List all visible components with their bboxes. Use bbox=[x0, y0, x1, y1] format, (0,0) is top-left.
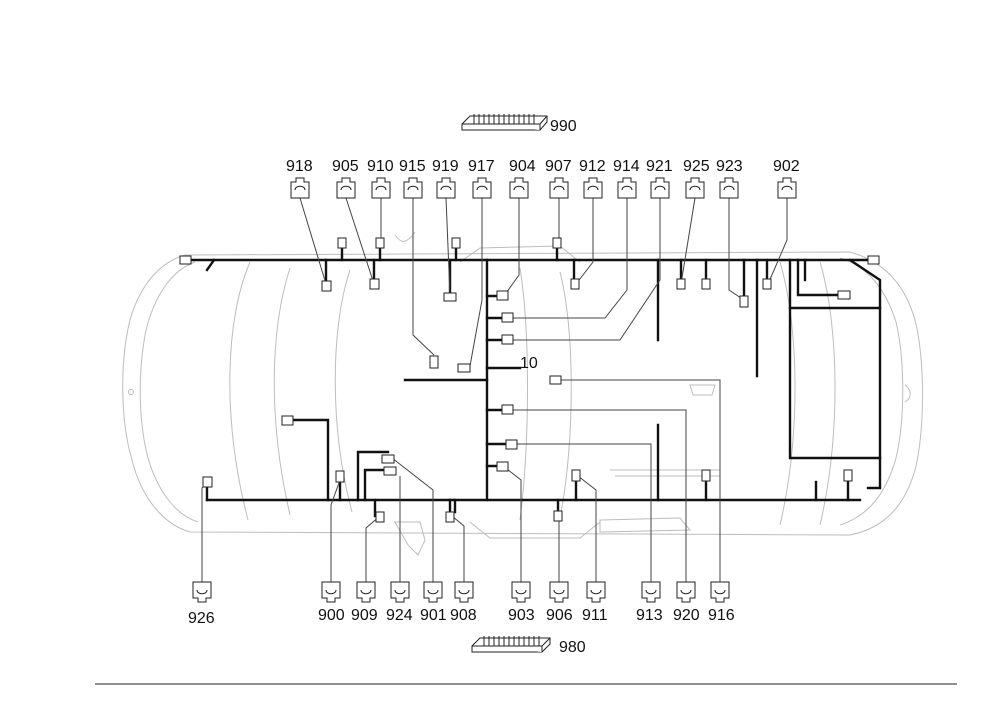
label-917: 917 bbox=[468, 158, 495, 175]
label-920: 920 bbox=[673, 607, 700, 624]
plug-925 bbox=[685, 177, 705, 199]
plug-904 bbox=[509, 177, 529, 199]
label-block-980: 980 bbox=[559, 639, 586, 656]
label-907: 907 bbox=[545, 158, 572, 175]
plug-909 bbox=[356, 581, 376, 603]
plug-902 bbox=[777, 177, 797, 199]
plug-912 bbox=[583, 177, 603, 199]
fuse-block-990 bbox=[461, 114, 548, 131]
label-909: 909 bbox=[351, 607, 378, 624]
label-903: 903 bbox=[508, 607, 535, 624]
plug-900 bbox=[321, 581, 341, 603]
label-900: 900 bbox=[318, 607, 345, 624]
plug-906 bbox=[549, 581, 569, 603]
plug-915 bbox=[403, 177, 423, 199]
plug-916 bbox=[710, 581, 730, 603]
plug-924 bbox=[390, 581, 410, 603]
plug-901 bbox=[423, 581, 443, 603]
car-body-outline bbox=[122, 231, 923, 556]
label-905: 905 bbox=[332, 158, 359, 175]
inline-connectors bbox=[179, 237, 880, 523]
fuse-block-980 bbox=[471, 636, 551, 653]
label-918: 918 bbox=[286, 158, 313, 175]
plug-903 bbox=[511, 581, 531, 603]
label-921: 921 bbox=[646, 158, 673, 175]
label-902: 902 bbox=[773, 158, 800, 175]
label-919: 919 bbox=[432, 158, 459, 175]
plug-919 bbox=[436, 177, 456, 199]
main-harness bbox=[183, 242, 882, 518]
label-923: 923 bbox=[716, 158, 743, 175]
plug-926 bbox=[192, 581, 212, 603]
plug-905 bbox=[336, 177, 356, 199]
labels: 990 980 10 918 905 910 915 919 917 904 9… bbox=[188, 118, 800, 656]
label-924: 924 bbox=[386, 607, 413, 624]
plug-914 bbox=[617, 177, 637, 199]
label-916: 916 bbox=[708, 607, 735, 624]
label-harness-10: 10 bbox=[520, 355, 538, 372]
label-910: 910 bbox=[367, 158, 394, 175]
label-914: 914 bbox=[613, 158, 640, 175]
label-912: 912 bbox=[579, 158, 606, 175]
plug-921 bbox=[650, 177, 670, 199]
label-926: 926 bbox=[188, 610, 215, 627]
label-block-990: 990 bbox=[550, 118, 577, 135]
plug-910 bbox=[371, 177, 391, 199]
plug-908 bbox=[454, 581, 474, 603]
label-904: 904 bbox=[509, 158, 536, 175]
label-925: 925 bbox=[683, 158, 710, 175]
connector-wires bbox=[201, 197, 788, 590]
plug-920 bbox=[676, 581, 696, 603]
label-906: 906 bbox=[546, 607, 573, 624]
label-908: 908 bbox=[450, 607, 477, 624]
label-901: 901 bbox=[420, 607, 447, 624]
plug-911 bbox=[586, 581, 606, 603]
label-911: 911 bbox=[582, 607, 608, 624]
label-915: 915 bbox=[399, 158, 426, 175]
plug-907 bbox=[549, 177, 569, 199]
plug-923 bbox=[719, 177, 739, 199]
plug-913 bbox=[641, 581, 661, 603]
label-913: 913 bbox=[636, 607, 663, 624]
plug-917 bbox=[472, 177, 492, 199]
top-connector-plugs bbox=[290, 177, 797, 199]
bottom-connector-plugs bbox=[192, 581, 730, 603]
plug-918 bbox=[290, 177, 310, 199]
